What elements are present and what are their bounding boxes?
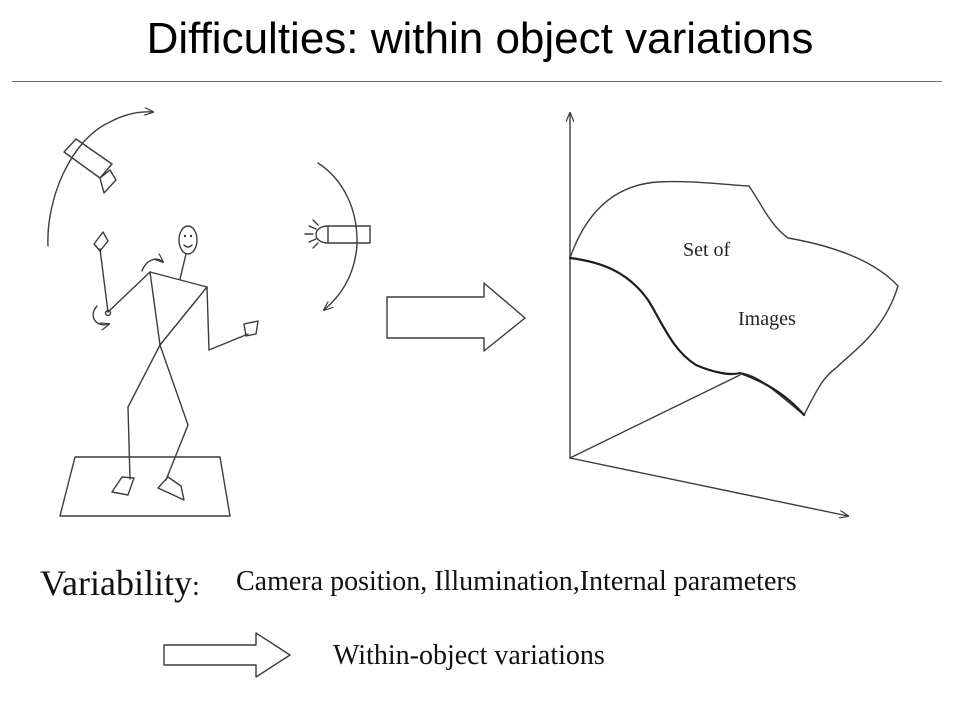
result-text: Within-object variations xyxy=(333,640,605,671)
slide-title: Difficulties: within object variations xyxy=(146,14,814,63)
image-set-surface xyxy=(568,180,899,417)
camera-orbit-arc xyxy=(47,112,153,247)
result-arrow xyxy=(163,632,291,678)
variability-colon: : xyxy=(191,571,200,602)
surface-label-images: Images xyxy=(738,308,796,330)
camera-icon xyxy=(63,138,117,194)
variability-items: Camera position, Illumination,Internal p… xyxy=(236,566,797,597)
floor-plate xyxy=(59,456,231,517)
variability-label: Variability: xyxy=(40,562,200,604)
transform-arrow xyxy=(386,282,526,352)
surface-label-set-of: Set of xyxy=(683,239,731,261)
axes-3d xyxy=(570,113,848,516)
variability-label-text: Variability xyxy=(40,563,192,603)
light-icon xyxy=(304,219,371,249)
title-divider xyxy=(12,81,942,82)
light-orbit-arc xyxy=(317,162,358,310)
stick-figure xyxy=(92,225,259,501)
